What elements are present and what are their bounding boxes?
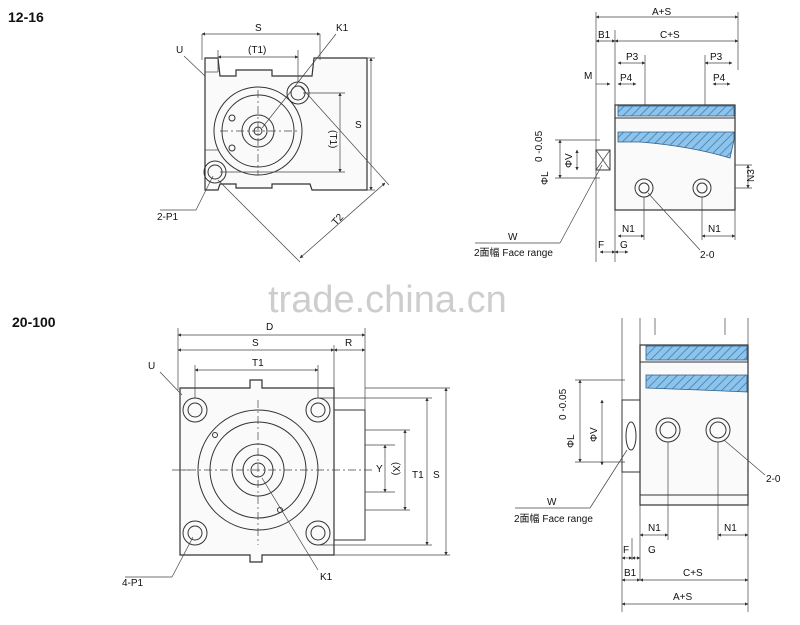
dim-label-n3: N3 [746, 169, 757, 182]
side-body [614, 104, 736, 211]
label-2-0-bottom: 2-0 [766, 474, 781, 485]
dim-label-y: Y [376, 464, 383, 475]
label-face-range-bottom: 2面幅 Face range [514, 512, 593, 525]
dim-label-p4-left: P4 [620, 73, 633, 84]
dim-label-t1: (T1) [248, 45, 266, 56]
section-heading-bottom: 20-100 [12, 314, 56, 330]
dim-label-p3-left: P3 [626, 52, 639, 63]
piston-hatch-large [645, 374, 748, 393]
dim-label-g-bottom: G [648, 545, 656, 556]
dim-label-c-plus-s: C+S [660, 30, 680, 41]
front-body-outline [204, 57, 368, 191]
dim-label-d: D [266, 322, 273, 333]
dim-label-phi-l-bottom: ΦL [566, 434, 577, 448]
dim-label-s-vertical: S [355, 120, 362, 131]
dim-label-t2: T2 [330, 212, 346, 228]
label-face-range: 2面幅 Face range [474, 246, 553, 259]
watermark-text: trade.china.cn [268, 279, 507, 321]
dim-label-tolerance: 0 -0.05 [534, 130, 545, 162]
label-k1: K1 [336, 23, 349, 34]
dim-label-phi-l: ΦL [540, 171, 551, 185]
top-hatch-band-large [645, 345, 748, 361]
bottom-side-view: ΦL 0 -0.05 ΦV 2-0 W 2面幅 Face range N1 N1… [514, 318, 781, 612]
label-2-p1: 2-P1 [157, 212, 179, 223]
dim-label-x: (X) [390, 462, 401, 475]
label-4-p1: 4-P1 [122, 578, 144, 589]
dim-label-f: F [598, 240, 604, 251]
dim-label-p3-right: P3 [710, 52, 723, 63]
dim-label-g: G [620, 240, 628, 251]
dim-label-s-bottom: S [252, 338, 259, 349]
section-heading-top: 12-16 [8, 9, 44, 25]
dim-label-n1-left: N1 [622, 224, 635, 235]
label-u: U [176, 45, 183, 56]
dim-label-b1-bottom: B1 [624, 568, 637, 579]
dim-label-n1-left-bottom: N1 [648, 523, 661, 534]
dim-label-s-vertical-bottom: S [433, 470, 440, 481]
dim-label-a-plus-s: A+S [652, 7, 672, 18]
mounting-hole-bl [182, 520, 208, 546]
dim-label-n1-right: N1 [708, 224, 721, 235]
dim-label-r: R [345, 338, 352, 349]
top-front-view: S (T1) K1 U (T1) S T2 2-P1 [157, 23, 390, 263]
dim-label-b1: B1 [598, 30, 611, 41]
top-side-view: A+S B1 C+S P3 P3 P4 P4 M [474, 7, 757, 262]
side-body-large [639, 344, 749, 506]
dim-label-tolerance-bottom: 0 -0.05 [558, 388, 569, 420]
dim-label-m: M [584, 71, 592, 82]
label-w: W [508, 232, 518, 243]
bottom-front-view: D S R T1 U Y (X) T1 S [122, 322, 450, 589]
dim-label-t1-bottom: T1 [252, 358, 264, 369]
dim-label-p4-right: P4 [713, 73, 726, 84]
piston-hatch [617, 131, 735, 159]
dim-label-a-plus-s-bottom: A+S [673, 592, 693, 603]
dim-label-t1-vertical: (T1) [327, 130, 338, 148]
top-hatch-band [617, 105, 735, 117]
dim-label-phi-v: ΦV [564, 153, 575, 168]
dim-label-n1-right-bottom: N1 [724, 523, 737, 534]
label-k1-bottom: K1 [320, 572, 333, 583]
dim-label-s: S [255, 23, 262, 34]
label-2-0: 2-0 [700, 250, 715, 261]
dim-label-f-bottom: F [623, 545, 629, 556]
label-u-bottom: U [148, 361, 155, 372]
dim-label-c-plus-s-bottom: C+S [683, 568, 703, 579]
dim-label-t1-vertical-bottom: T1 [412, 470, 424, 481]
dim-label-phi-v-bottom: ΦV [589, 427, 600, 442]
label-w-bottom: W [547, 497, 557, 508]
